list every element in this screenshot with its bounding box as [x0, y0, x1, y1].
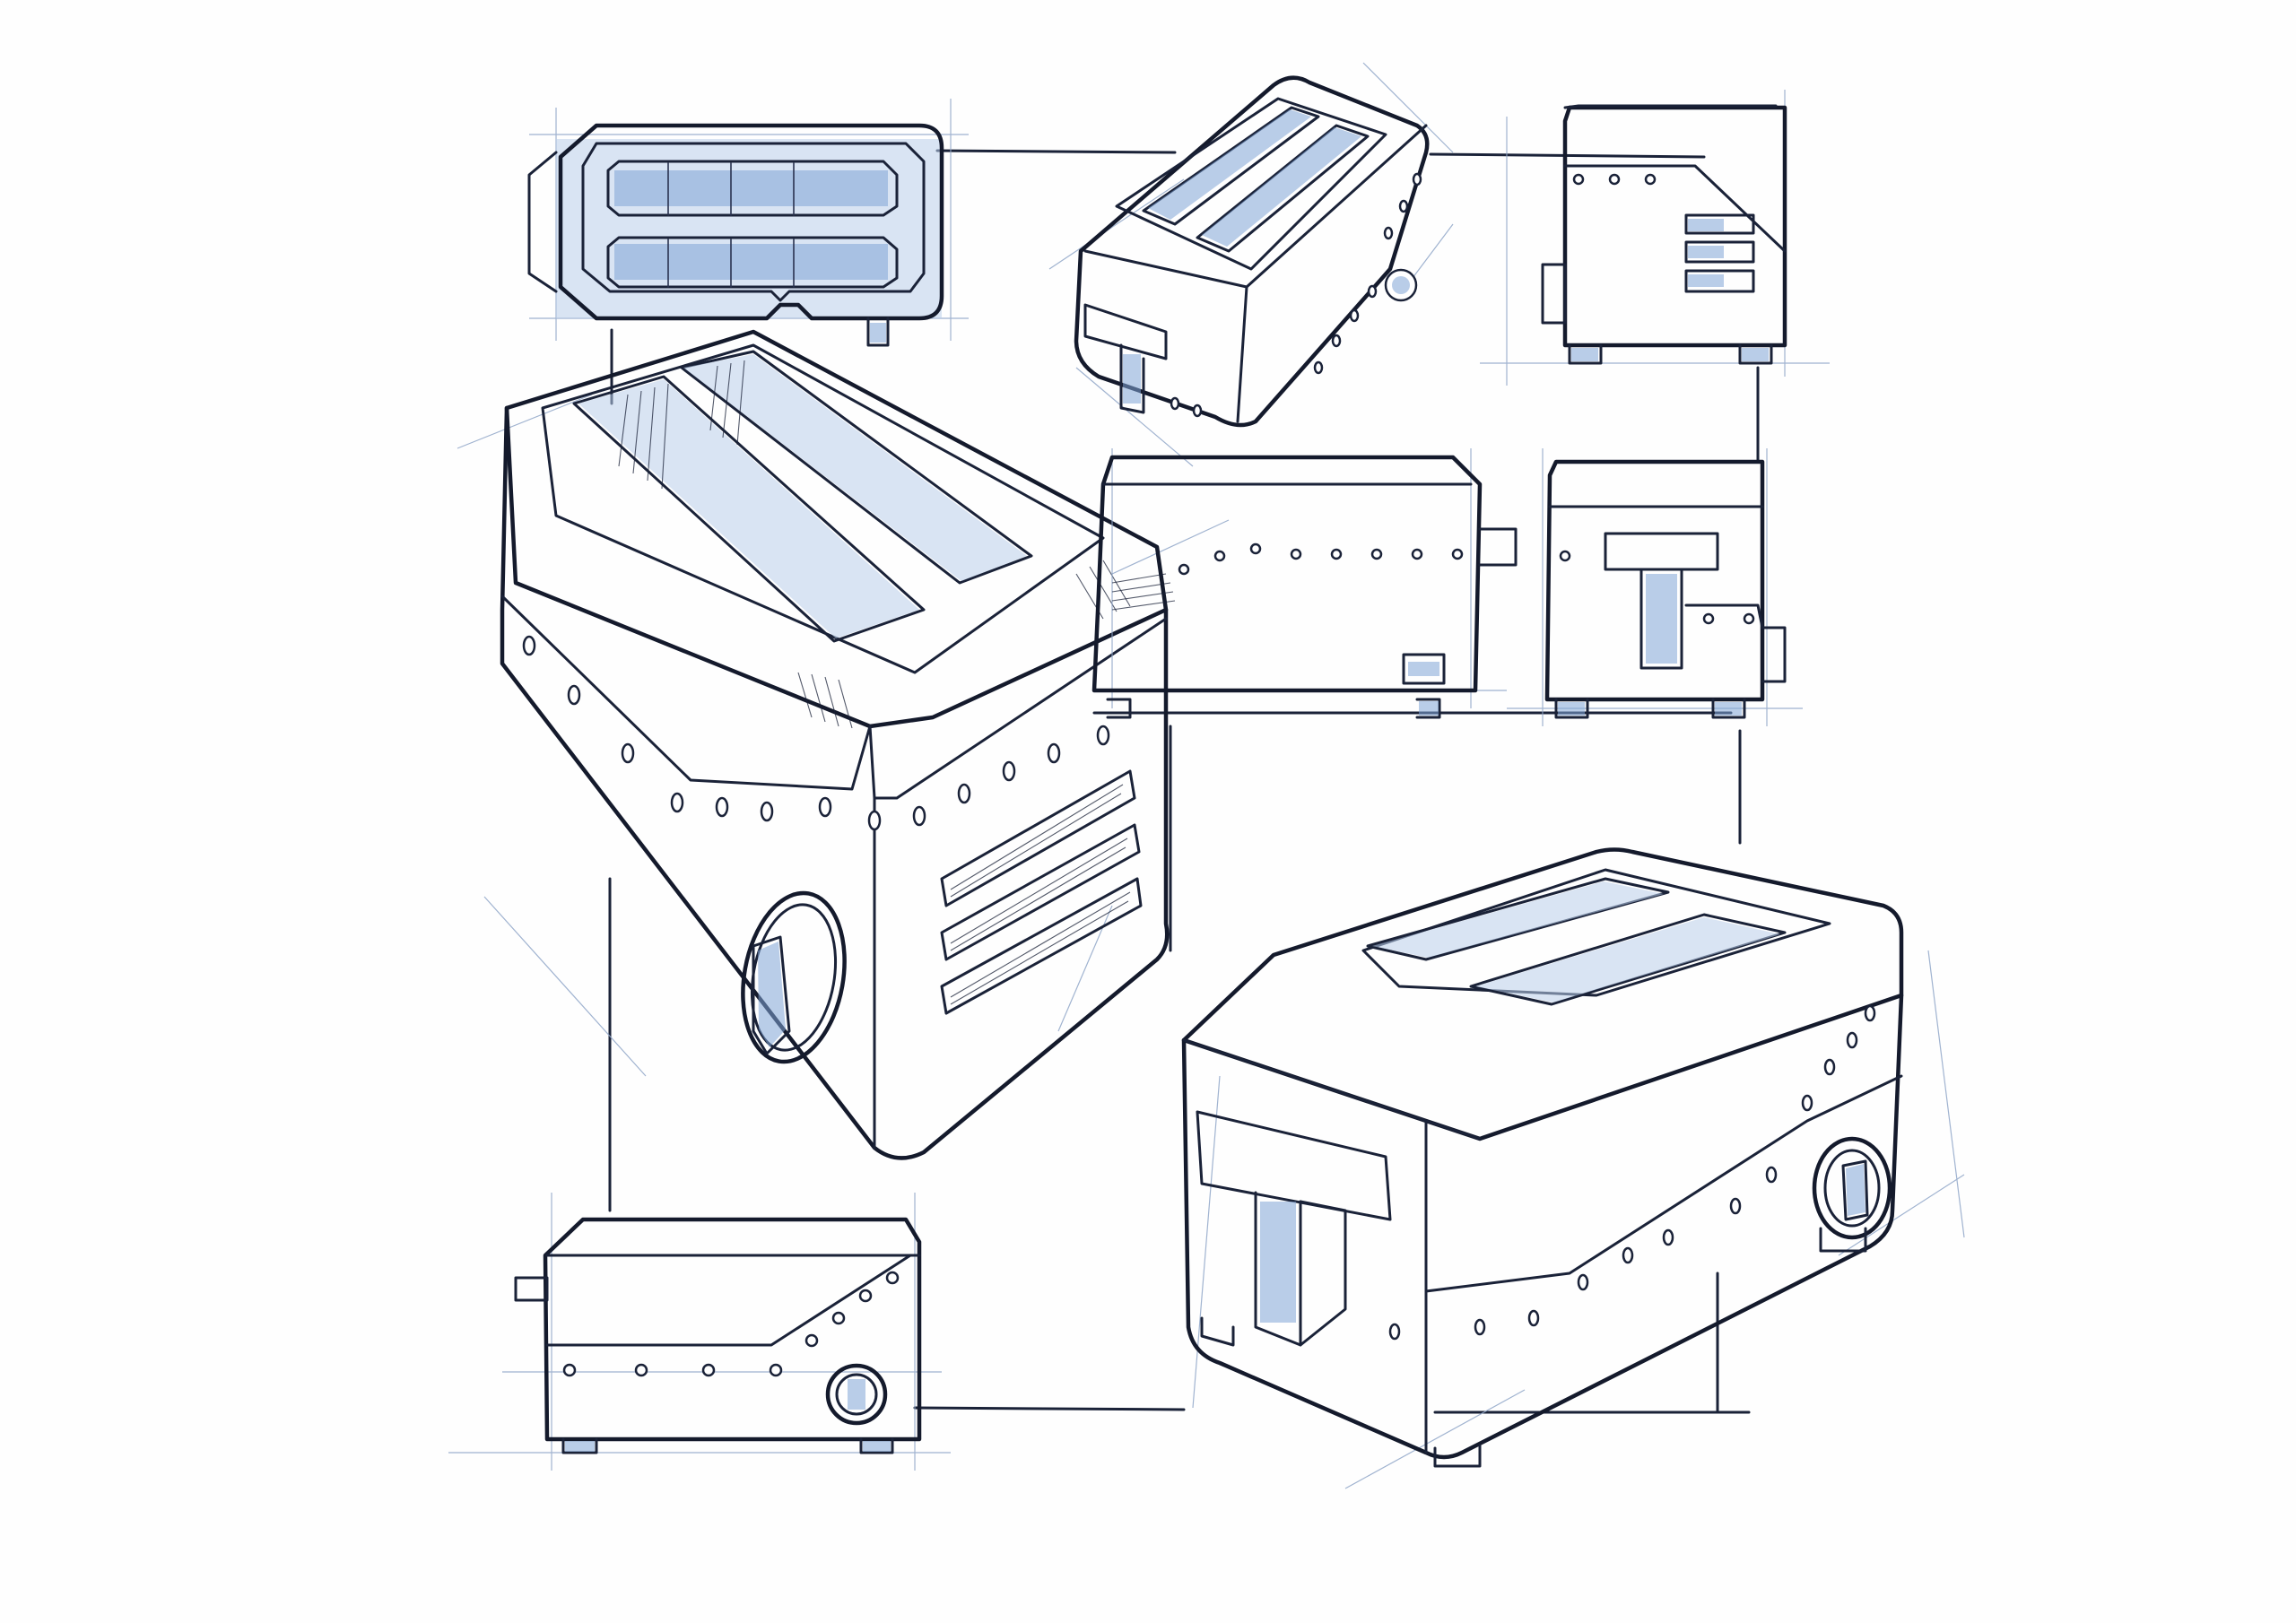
perspective-large-right	[1181, 847, 1965, 1489]
vent-holes-large-right	[1388, 1004, 1876, 1341]
front-view-small	[1480, 90, 1830, 386]
perspective-top-small	[1048, 62, 1454, 467]
vent-holes-side-bottom	[562, 1271, 900, 1377]
side-view-bottom	[448, 1193, 951, 1471]
background-frame	[608, 149, 1760, 1414]
perspective-large-left	[457, 329, 1230, 1160]
side-slot-hatching	[950, 784, 1131, 1005]
front-view-right	[1507, 448, 1803, 726]
side-view-right	[1091, 448, 1518, 719]
top-view	[527, 99, 969, 347]
vent-holes-large-left	[522, 635, 1110, 831]
vent-holes-side-right	[1178, 542, 1464, 576]
vent-holes-small-perspective	[1170, 172, 1422, 418]
